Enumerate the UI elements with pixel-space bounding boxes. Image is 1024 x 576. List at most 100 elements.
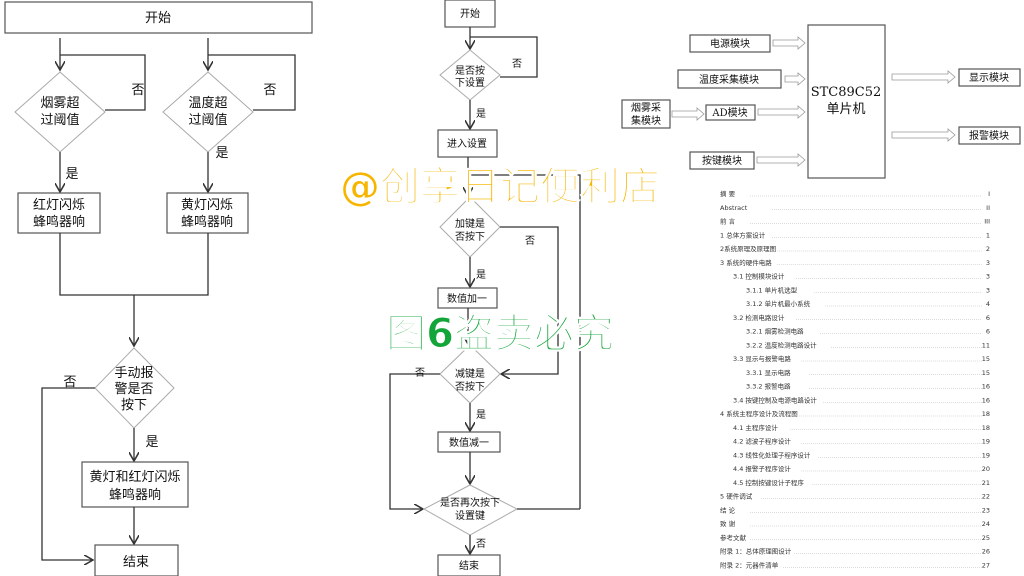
loop-line (60, 54, 146, 111)
temp-decision (162, 71, 254, 153)
hollow-arrow (891, 70, 956, 84)
again-decision (422, 484, 519, 536)
yes-label: 是 (476, 269, 486, 281)
hollow-arrow (671, 107, 705, 121)
merge-line (59, 233, 209, 346)
toc-title: 3.1.1 单片机选型 (746, 285, 798, 294)
alarm-label: 报警模块 (969, 129, 1009, 142)
toc-title: 5 硬件调试 (720, 492, 753, 501)
toc-title: 3.3.2 报警电路 (746, 382, 791, 391)
toc-page: I (988, 190, 990, 198)
hollow-arrow (757, 105, 806, 119)
temp-q-2: 过阈值 (188, 112, 227, 128)
toc-title: 3.3 显示与报警电路 (733, 354, 791, 363)
watermark-shop: @创享日记便利店 (340, 164, 660, 210)
toc-page: 11 (982, 341, 990, 349)
toc-title: 4.2 滤波子程序设计 (733, 437, 791, 446)
start-box (444, 0, 496, 28)
no-path (389, 373, 440, 509)
toc-page: 19 (982, 451, 990, 459)
alarm-module-box (958, 126, 1021, 145)
no-path (41, 387, 95, 560)
plus-q-1: 加键是 (455, 217, 485, 230)
toc-row[interactable]: 5 硬件调试 22 (720, 492, 990, 501)
toc-row[interactable]: 3.2.2 温度检测电路设计 11 (746, 340, 990, 349)
toc-page: 25 (982, 534, 990, 542)
toc-title: 4.5 控制按键设计子程序 (733, 478, 804, 487)
toc-page: 3 (986, 273, 990, 281)
toc-title: Abstract (720, 204, 748, 212)
end-box (437, 554, 501, 576)
power-module-box (689, 34, 771, 53)
smoke-module-box (621, 99, 671, 129)
toc-title: 2系统原理及原理图 (720, 244, 776, 253)
hollow-arrow (891, 128, 956, 142)
loop-line (208, 54, 296, 111)
toc-title: 4.1 主程序设计 (733, 423, 778, 432)
toc-row[interactable]: 3.1.1 单片机选型 3 (746, 285, 990, 294)
mcu-box (807, 24, 886, 179)
manual-q-2: 警是否 (114, 381, 153, 397)
again-q-1: 是否再次按下 (440, 496, 500, 509)
toc-row[interactable]: 3.4 按键控制及电源电路设计 16 (733, 395, 990, 404)
toc-title: 附录 1：总体原理图设计 (720, 547, 792, 556)
toc-row[interactable]: 3.3.2 报警电路 16 (746, 382, 990, 391)
manual-q-1: 手动报 (114, 366, 153, 381)
ad-label: AD模块 (711, 107, 747, 119)
toc-title: 3.2.2 温度检测电路设计 (746, 340, 817, 349)
toc-page: 16 (982, 396, 990, 404)
toc-page: III (984, 218, 990, 226)
toc-page: 1 (986, 231, 990, 239)
toc-row[interactable]: 4.3 线性化处理子程序设计 19 (733, 450, 990, 459)
left-flowchart: 开始 烟雾超 过阈值 温度超 过阈值 否 否 是 是 红灯闪烁 蜂鸣器响 黄灯闪… (4, 1, 313, 576)
toc-title: 附录 2：元器件清单 (720, 560, 779, 569)
no-label: 否 (525, 235, 535, 247)
watermark-warning: 图6盗卖必究 (386, 311, 614, 357)
red-light-box (17, 192, 101, 234)
toc-title: 3.4 按键控制及电源电路设计 (733, 395, 817, 404)
toc-title: 摘 要 (720, 189, 736, 198)
toc-page: 27 (982, 561, 990, 569)
temp-q-1: 温度超 (188, 95, 227, 111)
no-label: 否 (476, 538, 486, 550)
toc-page: 16 (982, 383, 990, 391)
loop-back-line (470, 174, 581, 509)
ad-module-box (705, 104, 756, 121)
red-box-1: 红灯闪烁 (33, 197, 85, 213)
key-module-box (689, 151, 755, 170)
toc-page: 22 (982, 493, 990, 501)
set-q-2: 下设置 (455, 77, 485, 89)
toc-page: 24 (982, 520, 990, 528)
toc-title: 4 系统主程序设计及流程图 (720, 409, 798, 418)
again-q-2: 设置键 (455, 509, 485, 522)
end-box (94, 544, 179, 576)
yes-label: 是 (215, 146, 228, 161)
toc-row[interactable]: 附录 2：元器件清单 27 (720, 560, 990, 569)
toc-title: 4.3 线性化处理子程序设计 (733, 450, 811, 459)
toc-page: 3 (986, 286, 990, 294)
display-label: 显示模块 (969, 72, 1009, 84)
key-label: 按键模块 (702, 154, 742, 167)
